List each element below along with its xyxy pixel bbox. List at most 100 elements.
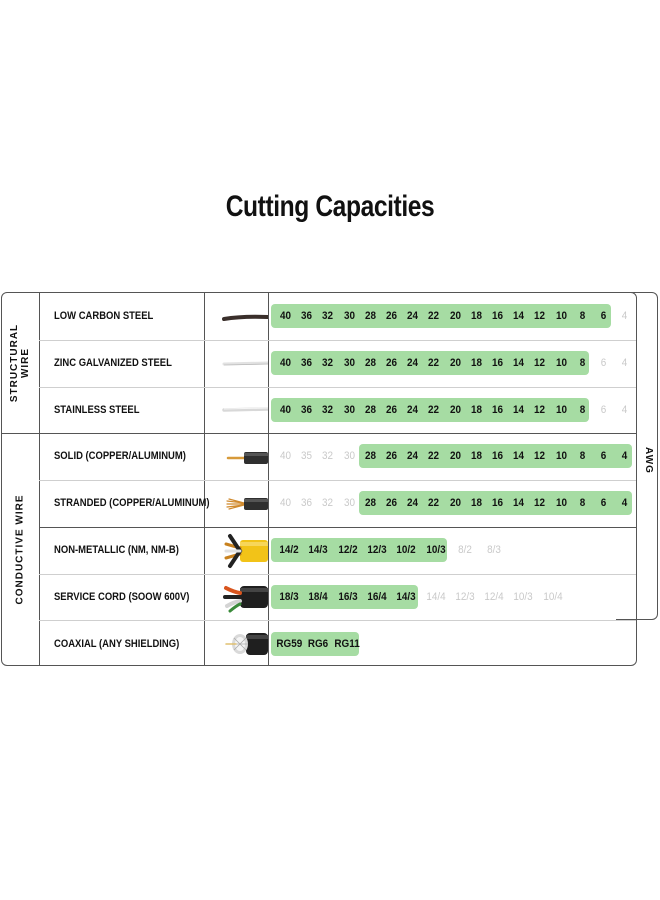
row-divider [39,387,636,388]
capacity-value: 14 [513,310,525,322]
capacity-value: 6 [600,450,607,462]
capacity-value: 14 [513,497,525,509]
nm-cable-icon [224,534,268,568]
capacity-value: 14/4 [425,591,446,603]
capacity-value: RG59 [276,638,303,650]
dark-steel-wire-icon [222,314,268,321]
capacity-value: 16/4 [367,591,387,603]
capacity-value: 6 [600,310,607,322]
capacity-value: 36 [301,310,313,322]
capacity-value: 10/2 [396,544,416,556]
capacity-value: 12/4 [484,591,504,603]
divider-icon-col [268,292,269,666]
capacity-value: 4 [621,404,628,416]
capacity-value: 26 [385,357,398,369]
capacity-value: 40 [279,404,292,416]
capacity-value: 30 [343,450,355,462]
capacity-value: 10 [555,310,567,322]
capacity-value: 8 [579,404,586,416]
capacity-value: 12/3 [367,544,387,556]
capacity-value: 32 [322,357,334,369]
capacity-bar [359,444,632,468]
capacity-value: 12/3 [455,591,475,603]
capacity-value: 24 [407,357,419,369]
capacity-value: 40 [279,357,292,369]
capacity-value: 28 [364,404,376,416]
capacity-value: 10 [555,357,567,369]
capacity-bar [271,632,359,656]
capacity-value: 4 [621,310,628,322]
capacity-value: 20 [449,450,461,462]
capacity-value: 36 [301,497,313,509]
capacity-bar [271,304,611,328]
capacity-value: 8/3 [487,544,501,556]
capacity-value: 6 [600,497,607,509]
capacity-value: 14 [513,357,525,369]
capacity-value: 18 [470,310,482,322]
capacity-value: 14/3 [396,591,416,603]
capacity-value: 26 [385,450,398,462]
divider-name-col [204,292,205,666]
capacity-value: 8 [579,357,586,369]
capacity-value: 16 [491,497,504,509]
capacity-value: 32 [322,310,334,322]
capacity-value: 24 [407,310,419,322]
solid-copper-wire-icon [226,452,268,464]
capacity-value: 6 [600,357,607,369]
row-divider [39,340,636,341]
capacity-value: 16/3 [337,591,358,603]
capacity-value: 30 [343,497,355,509]
capacity-value: 14 [513,404,525,416]
stranded-copper-wire-icon [226,498,268,510]
capacity-value: 22 [428,404,440,416]
page-title: Cutting Capacities [225,190,435,223]
capacity-value: 22 [428,357,440,369]
capacity-value: 16 [491,310,504,322]
capacity-value: 12/2 [337,544,358,556]
capacity-value: 4 [621,357,628,369]
capacity-value: 28 [364,310,376,322]
group-divider [1,433,636,434]
awg-bracket [616,292,658,620]
capacity-value: 26 [385,497,398,509]
row-divider [39,480,636,481]
capacity-value: 20 [449,357,461,369]
capacity-value: 35 [301,450,313,462]
capacity-value: 20 [449,404,461,416]
divider-group-col [39,292,40,666]
capacity-value: RG11 [334,638,360,650]
capacity-value: 18 [470,404,482,416]
capacity-bar [271,538,447,562]
row-name-coaxial: COAXIAL (ANY SHIELDING) [54,638,180,650]
capacity-value: 30 [343,357,355,369]
capacity-value: 12 [534,404,546,416]
row-name-solid-copper: SOLID (COPPER/ALUMINUM) [54,450,186,462]
capacity-value: 12 [534,450,546,462]
row-divider [39,574,636,575]
capacity-value: 24 [407,450,419,462]
capacity-value: 10/3 [425,544,446,556]
service-cord-icon [223,586,268,613]
capacity-value: 10/4 [543,591,563,603]
capacity-value: 32 [322,404,334,416]
row-name-stranded-copper: STRANDED (COPPER/ALUMINUM) [54,497,210,509]
capacity-value: 8 [579,450,586,462]
capacity-value: 20 [449,497,461,509]
capacity-value: 36 [301,404,313,416]
capacity-value: 12 [534,357,546,369]
capacity-value: 10/3 [513,591,534,603]
capacity-value: 16 [491,450,504,462]
row-divider [39,527,636,528]
capacity-value: 10 [555,450,567,462]
capacity-value: 24 [407,497,419,509]
coaxial-cable-icon [225,633,268,655]
row-name-non-metallic: NON-METALLIC (NM, NM-B) [54,544,179,556]
row-name-stainless-steel: STAINLESS STEEL [54,404,140,416]
capacity-value: 36 [301,357,313,369]
row-name-low-carbon-steel: LOW CARBON STEEL [54,310,154,322]
row-name-zinc-galvanized-steel: ZINC GALVANIZED STEEL [54,357,172,369]
capacity-value: 32 [322,497,334,509]
galvanized-wire-icon [222,361,268,366]
capacity-value: 24 [407,404,419,416]
capacity-value: 32 [322,450,334,462]
